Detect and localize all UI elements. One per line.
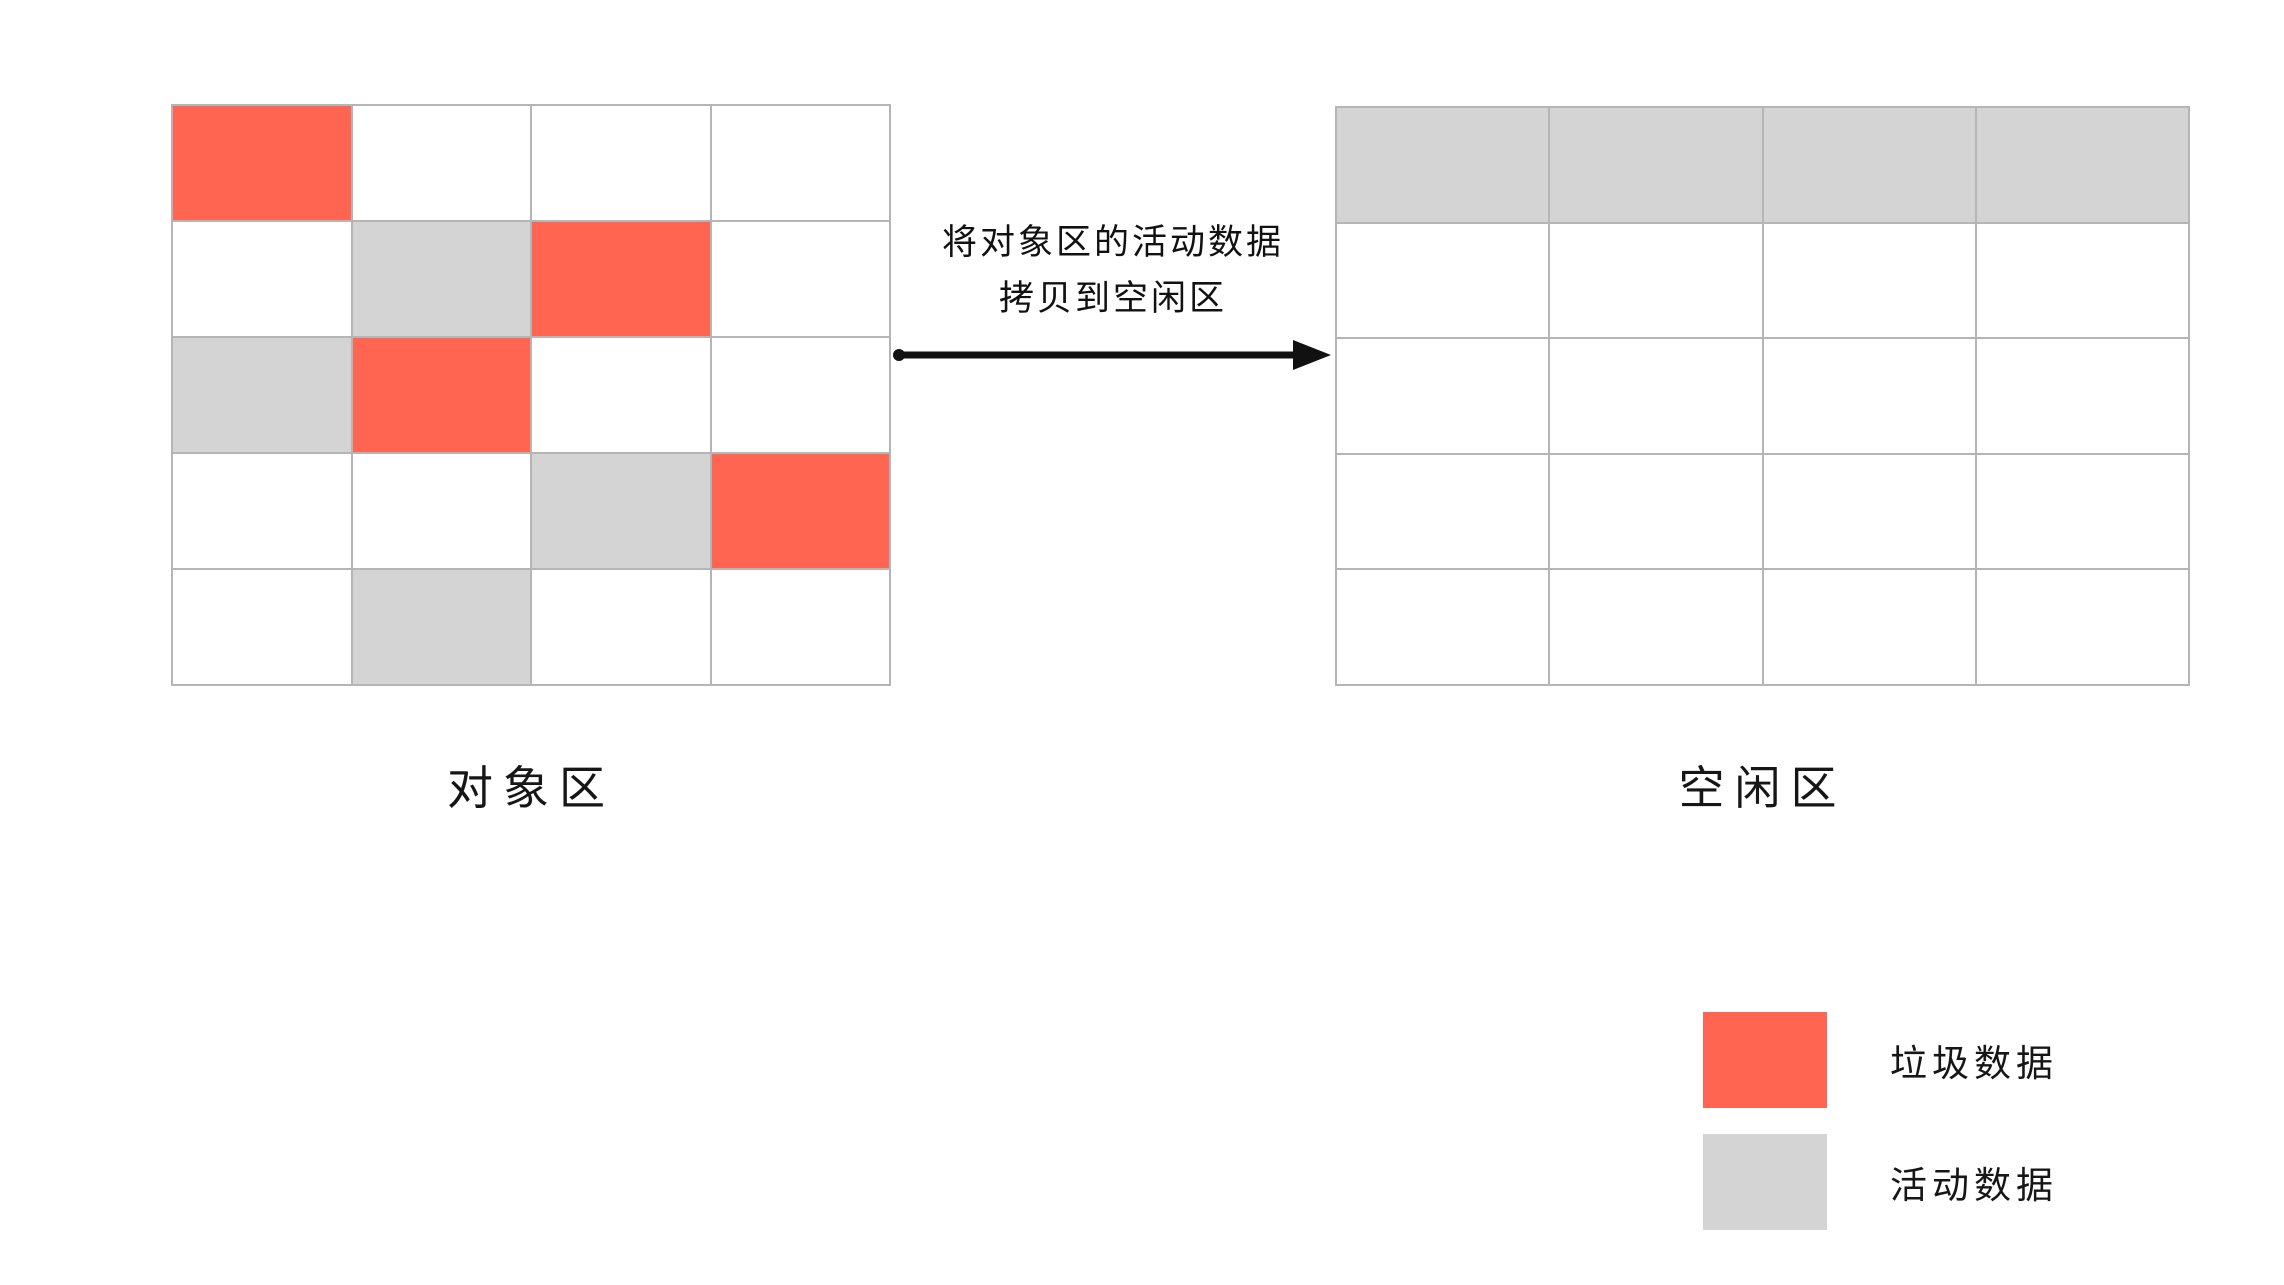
free-region-grid: [1335, 106, 2190, 686]
free-region-cell-empty: [1550, 570, 1764, 686]
legend: 垃圾数据活动数据: [1703, 1012, 2163, 1230]
object-region-cell-active: [532, 454, 712, 570]
transition-label: 将对象区的活动数据 拷贝到空闲区: [893, 215, 1333, 327]
free-region-cell-empty: [1976, 454, 2190, 571]
object-region-cell-empty: [532, 106, 712, 222]
object-region-cell-empty: [173, 454, 353, 570]
object-region-cell-empty: [711, 570, 891, 686]
object-region-cell-active: [352, 570, 532, 686]
object-region-cell-garbage: [173, 106, 353, 222]
object-region-cell-garbage: [711, 454, 891, 570]
object-region-cell-active: [352, 222, 532, 338]
transition-label-line-2: 拷贝到空闲区: [998, 279, 1227, 318]
free-region-cell-empty: [1976, 339, 2190, 455]
free-region-cell-empty: [1550, 454, 1764, 571]
free-region-cell-empty: [1337, 223, 1551, 340]
copy-transition: 将对象区的活动数据 拷贝到空闲区: [893, 215, 1333, 380]
legend-swatch-garbage: [1703, 1012, 1827, 1108]
free-region-cell-empty: [1337, 454, 1551, 571]
free-region-cell-empty: [1763, 339, 1977, 455]
free-region-cell-empty: [1976, 223, 2190, 340]
object-region-cell-empty: [711, 106, 891, 222]
free-region-cell-empty: [1763, 454, 1977, 571]
legend-swatch-active: [1703, 1134, 1827, 1230]
free-region-cell-active: [1337, 108, 1551, 224]
object-region-cell-empty: [532, 338, 712, 454]
object-region-cell-garbage: [352, 338, 532, 454]
free-region-cell-active: [1550, 108, 1764, 224]
transition-label-line-1: 将对象区的活动数据: [941, 223, 1284, 262]
legend-label: 活动数据: [1890, 1165, 2058, 1206]
object-region-cell-empty: [711, 222, 891, 338]
object-region-cell-empty: [352, 106, 532, 222]
free-region-cell-empty: [1550, 339, 1764, 455]
object-region-cell-empty: [352, 454, 532, 570]
free-region-cell-empty: [1763, 570, 1977, 686]
free-region-cell-empty: [1337, 570, 1551, 686]
free-region-caption: 空闲区: [1678, 762, 1847, 814]
legend-item: 活动数据: [1703, 1134, 2163, 1230]
free-region-cell-empty: [1976, 570, 2190, 686]
free-region-cell-empty: [1550, 223, 1764, 340]
right-arrow-icon: [893, 340, 1331, 370]
free-region-cell-active: [1976, 108, 2190, 224]
object-region-cell-empty: [711, 338, 891, 454]
object-region-cell-empty: [173, 222, 353, 338]
object-region-cell-active: [173, 338, 353, 454]
legend-label: 垃圾数据: [1890, 1043, 2058, 1084]
object-region-cell-empty: [173, 570, 353, 686]
legend-item: 垃圾数据: [1703, 1012, 2163, 1108]
object-region-grid: [171, 104, 891, 686]
free-region-cell-empty: [1337, 339, 1551, 455]
free-region-cell-active: [1763, 108, 1977, 224]
object-region-caption: 对象区: [447, 762, 615, 814]
free-region-cell-empty: [1763, 223, 1977, 340]
object-region-cell-empty: [532, 570, 712, 686]
object-region-cell-garbage: [532, 222, 712, 338]
